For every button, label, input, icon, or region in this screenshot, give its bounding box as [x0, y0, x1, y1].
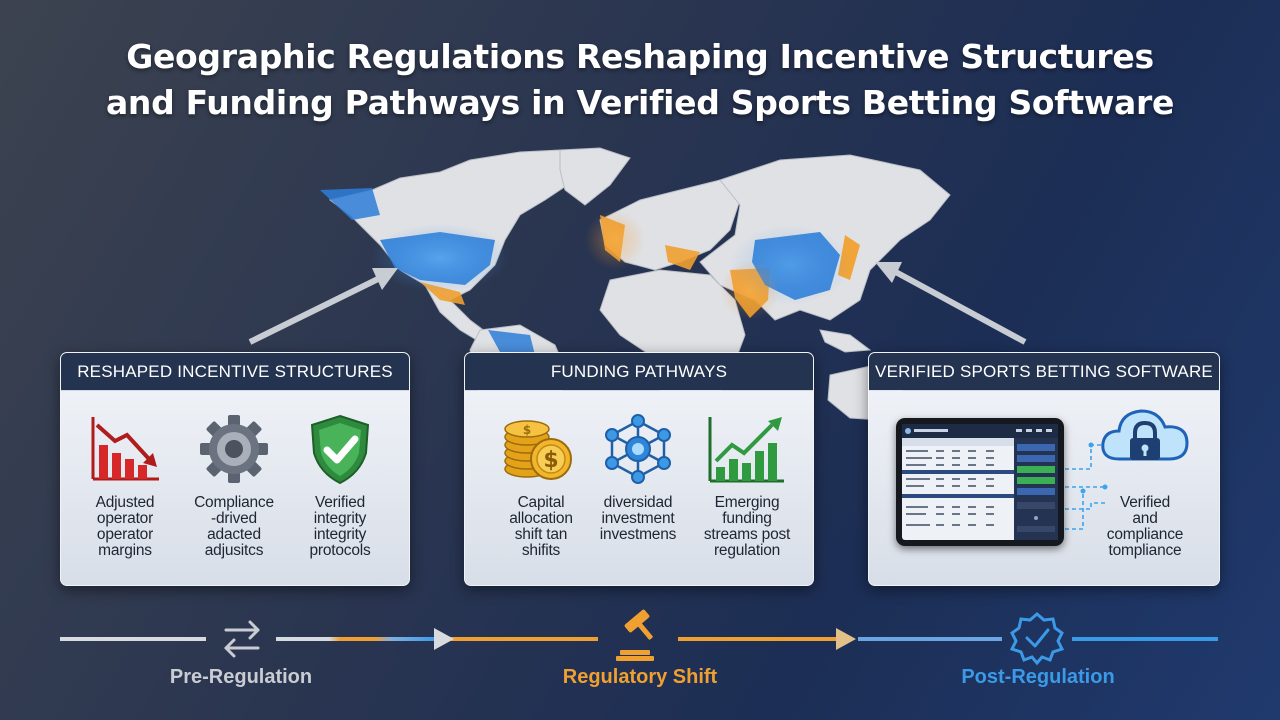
caption-line: operator	[96, 526, 154, 543]
caption-line: allocation	[509, 510, 573, 527]
coins-icon: $ $	[504, 420, 572, 480]
incentive-structures-panel: RESHAPED INCENTIVE STRUCTURES Adjusted o…	[60, 352, 410, 586]
panel-item	[285, 413, 395, 485]
caption-line: diversidad	[603, 494, 673, 511]
caption-line: investment	[601, 510, 675, 527]
caption: Emerging funding streams post regulation	[687, 495, 807, 559]
caption: Capital allocation shift tan shifits	[481, 495, 601, 559]
panel-body: Adjusted operator operator margins	[61, 391, 409, 585]
caption-line: and	[1132, 510, 1158, 527]
swap-arrows-icon	[224, 620, 260, 658]
verified-badge-icon	[1009, 612, 1065, 666]
caption: Verified and compliance tompliance	[1085, 495, 1205, 559]
caption-line: compliance	[1106, 526, 1184, 543]
caption-line: Verified	[1119, 494, 1171, 511]
caption-line: margins	[98, 542, 152, 559]
caption-line: adjusitcs	[204, 542, 264, 559]
panel-body: $ $ Capital allocation shift tan shifits	[465, 391, 813, 585]
panel-item	[70, 413, 180, 485]
panel-item	[179, 413, 289, 485]
caption-line: regulation	[713, 542, 781, 559]
panel-item	[1097, 403, 1193, 467]
stage-regulatory-shift: Regulatory Shift	[562, 666, 718, 688]
growth-chart-icon	[708, 417, 784, 483]
cloud-lock-icon	[1101, 409, 1189, 461]
caption-line: Verified	[314, 494, 366, 511]
caption-line: streams post	[703, 526, 791, 543]
caption-line: integrity	[313, 526, 367, 543]
caption-line: adacted	[207, 526, 261, 543]
caption-line: -drived	[211, 510, 257, 527]
caption-line: integrity	[313, 510, 367, 527]
stage-post-regulation: Post-Regulation	[961, 666, 1115, 688]
caption-line: protocols	[309, 542, 371, 559]
funding-pathways-panel: FUNDING PATHWAYS $ $ Capital allocatio	[464, 352, 814, 586]
caption-line: Emerging	[714, 494, 780, 511]
caption-line: funding	[722, 510, 772, 527]
panel-heading: VERIFIED SPORTS BETTING SOFTWARE	[869, 353, 1219, 390]
network-icon	[605, 414, 671, 484]
gavel-icon	[616, 609, 654, 661]
connector-lines	[1065, 442, 1108, 530]
svg-text:$: $	[523, 423, 531, 437]
panel-item: $ $	[482, 413, 592, 485]
caption: Adjusted operator operator margins	[65, 495, 185, 559]
panel-item	[583, 413, 693, 485]
caption-line: operator	[96, 510, 154, 527]
tablet-device	[896, 418, 1064, 546]
caption-line: shifits	[521, 542, 561, 559]
page-title: Geographic Regulations Reshaping Incenti…	[0, 34, 1280, 126]
caption-line: tompliance	[1108, 542, 1182, 559]
bar-chart-down-icon	[91, 417, 159, 481]
caption-line: investmens	[599, 526, 677, 543]
shield-check-icon	[310, 414, 370, 485]
caption-line: Adjusted	[95, 494, 155, 511]
gear-icon	[200, 415, 268, 483]
svg-text:$: $	[543, 448, 558, 473]
caption-line: Compliance	[194, 494, 274, 511]
panel-heading: RESHAPED INCENTIVE STRUCTURES	[61, 353, 409, 390]
caption: Compliance -drived adacted adjusitcs	[174, 495, 294, 559]
caption: Verified integrity integrity protocols	[280, 495, 400, 559]
stage-pre-regulation: Pre-Regulation	[169, 666, 313, 688]
caption-line: shift tan	[514, 526, 568, 543]
title-line-1: Geographic Regulations Reshaping Incenti…	[126, 37, 1154, 76]
caption: diversidad investment investmens	[578, 495, 698, 543]
caption-line: Capital	[517, 494, 565, 511]
timeline	[60, 609, 1218, 666]
panel-item	[691, 413, 801, 485]
betting-dashboard-screen	[902, 424, 1058, 540]
panel-heading: FUNDING PATHWAYS	[465, 353, 813, 390]
title-line-2: and Funding Pathways in Verified Sports …	[105, 83, 1175, 122]
